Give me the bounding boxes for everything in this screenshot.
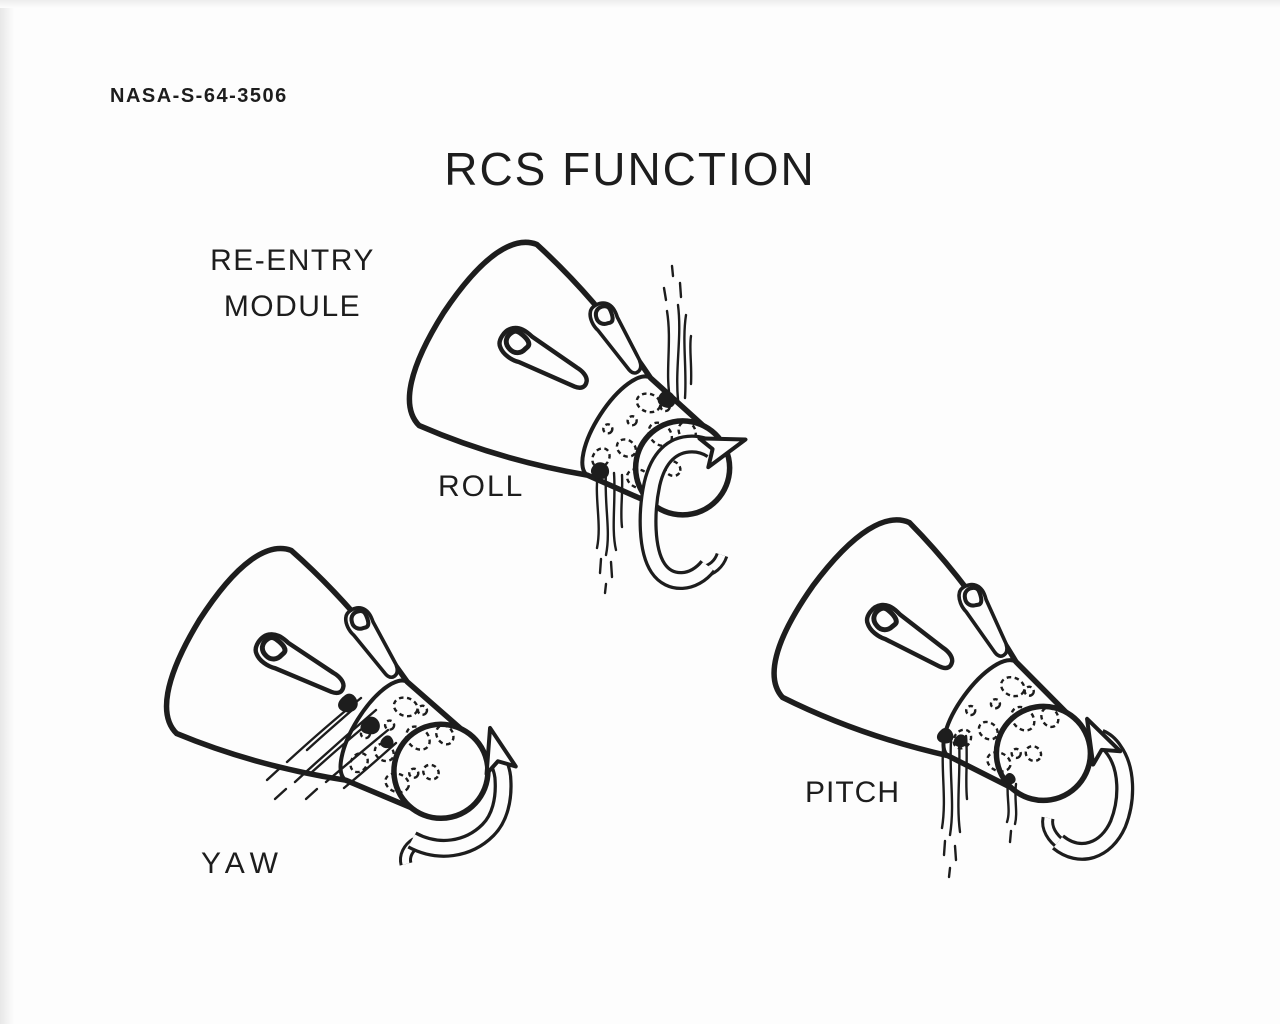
pitch-figure xyxy=(749,499,1145,879)
yaw-figure xyxy=(142,529,538,888)
pitch-exhaust-plume xyxy=(936,727,1018,879)
scan-edge-top xyxy=(0,0,1280,8)
reentry-module-label-line2: MODULE xyxy=(223,290,362,323)
roll-exhaust-plume-top xyxy=(657,264,693,408)
roll-exhaust-plume-bottom xyxy=(590,462,624,595)
figure-label-yaw: YAW xyxy=(201,847,284,880)
reentry-module-label-line1: RE-ENTRY xyxy=(210,244,375,277)
roll-figure xyxy=(385,222,781,595)
page-title: RCS FUNCTION xyxy=(444,143,816,195)
yaw-exhaust-plume xyxy=(265,693,398,801)
roll-reentry-module xyxy=(385,222,781,584)
scan-edge-left xyxy=(0,0,14,1024)
reentry-module-label: RE-ENTRY MODULE xyxy=(190,238,395,330)
figure-label-roll: ROLL xyxy=(438,470,525,503)
pitch-reentry-module xyxy=(749,499,1145,869)
document-id: NASA-S-64-3506 xyxy=(110,85,288,107)
figure-label-pitch: PITCH xyxy=(805,776,900,809)
